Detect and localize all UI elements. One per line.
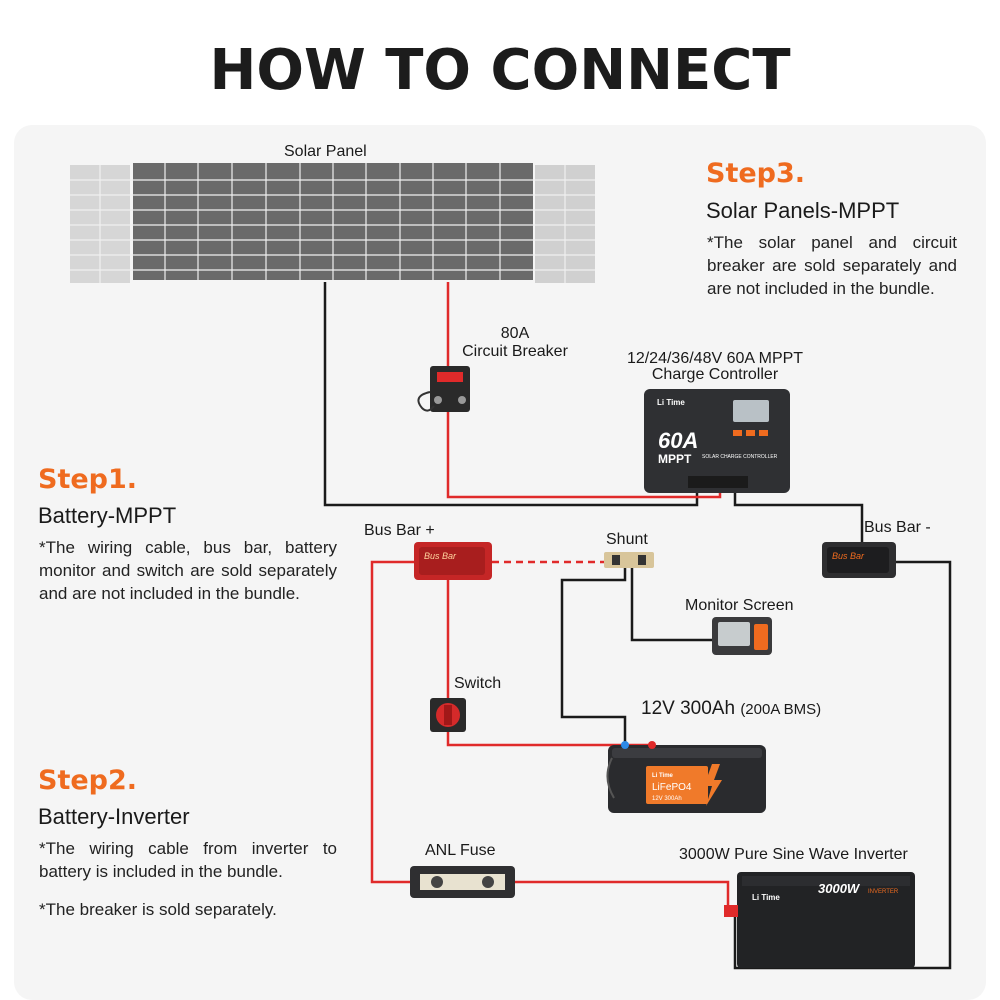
negative-wires [323,282,952,970]
page-title: HOW TO CONNECT [209,38,791,103]
label-bus-bar-negative: Bus Bar - [864,519,931,536]
monitor-screen-illustration [712,617,772,655]
bus-bar-positive-illustration: Bus Bar [414,542,492,580]
shunt-illustration [604,552,654,568]
wire-panel-neg-to-controller [323,282,699,507]
label-anl-fuse: ANL Fuse [425,842,496,859]
circuit-breaker-illustration [417,366,470,412]
label-controller-spec: 12/24/36/48V 60A MPPT [626,350,804,367]
bus-bar-neg-text: Bus Bar [832,551,865,561]
bus-bar-pos-text: Bus Bar [424,551,457,561]
step3-note: *The solar panel and circuit breaker are… [707,233,957,298]
wire-shunt-to-battery [560,568,627,745]
controller-mppt-text: MPPT [658,452,692,466]
wire-shunt-to-monitor [630,568,712,642]
wire-busbar-neg-to-inverter [733,560,952,970]
label-charge-controller: Charge Controller [651,366,779,383]
controller-60a-text: 60A [658,428,698,453]
step1-heading: Step1. [38,464,138,495]
label-solar-panel: Solar Panel [284,143,367,160]
label-battery-main: 12V 300Ah [641,698,736,719]
switch-illustration [430,698,466,732]
step2-note: *The wiring cable from inverter to batte… [39,839,337,881]
label-battery: 12V 300Ah (200A BMS) [641,698,821,720]
battery-illustration: Li Time LiFePO4 12V 300Ah [606,741,766,813]
controller-brand: Li Time [657,398,685,407]
step2-subtitle: Battery-Inverter [38,804,190,829]
step2-note-breaker: *The breaker is sold separately. [39,900,277,919]
anl-fuse-illustration [410,866,515,898]
mppt-controller-illustration: Li Time 60A MPPT SOLAR CHARGE CONTROLLER [644,389,790,493]
battery-brand: Li Time [652,773,674,779]
step1-subtitle: Battery-MPPT [38,503,177,528]
wire-switch-to-battery [446,730,652,747]
label-switch: Switch [454,675,502,692]
wire-controller-to-busbar-neg [733,486,864,542]
label-shunt: Shunt [606,531,648,548]
wire-busbar-pos-to-fuse [370,560,415,884]
label-battery-bms: (200A BMS) [740,701,822,718]
inverter-illustration: Li Time 3000W INVERTER [724,872,915,968]
label-circuit-breaker: Circuit Breaker [462,343,568,360]
step2-heading: Step2. [38,765,138,796]
label-monitor-screen: Monitor Screen [685,597,794,614]
controller-sub-text: SOLAR CHARGE CONTROLLER [702,454,778,460]
step3-heading: Step3. [706,158,806,189]
battery-rating-text: 12V 300Ah [652,796,682,802]
solar-panel-illustration [70,163,595,283]
label-breaker-rating: 80A [500,325,530,342]
inverter-brand: Li Time [752,893,780,902]
label-inverter: 3000W Pure Sine Wave Inverter [679,846,908,863]
label-bus-bar-positive: Bus Bar + [364,522,435,539]
inverter-3000w-text: 3000W [818,881,861,896]
wire-fuse-to-inverter [515,880,730,905]
inverter-sub-text: INVERTER [868,889,899,895]
bus-bar-negative-illustration: Bus Bar [822,542,896,578]
step1-note: *The wiring cable, bus bar, battery moni… [39,538,337,603]
step3-subtitle: Solar Panels-MPPT [706,198,900,223]
battery-chem-text: LiFePO4 [652,782,692,793]
